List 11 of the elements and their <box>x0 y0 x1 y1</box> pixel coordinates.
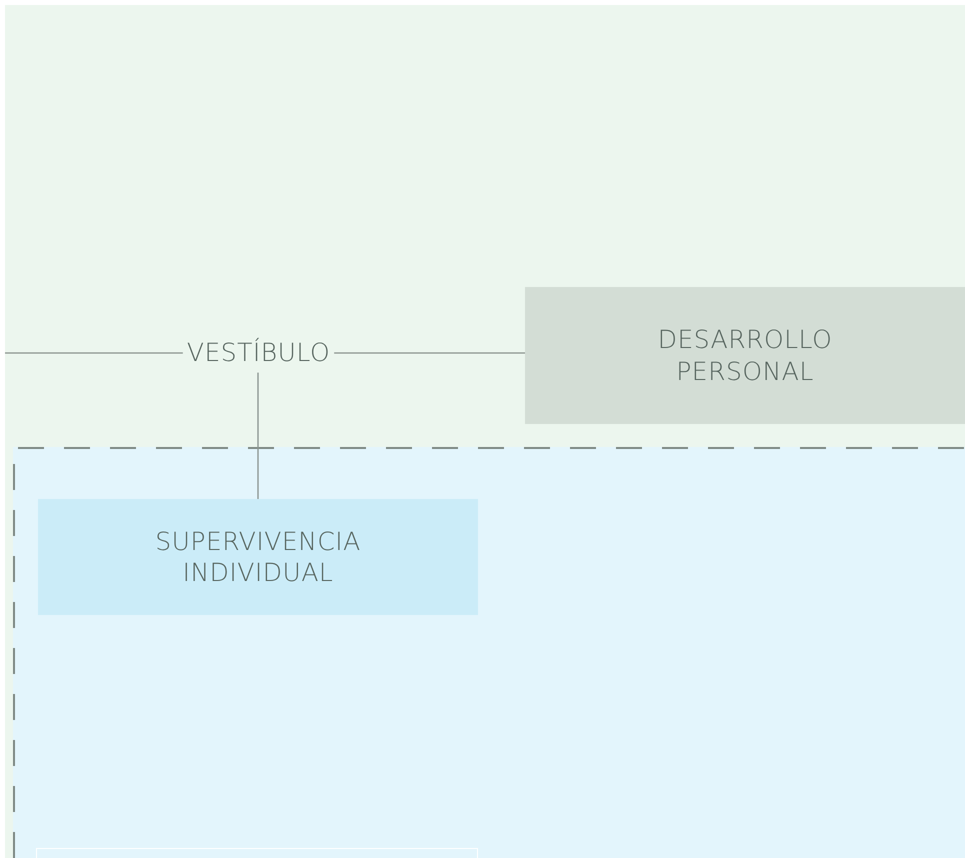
empty-box <box>36 848 478 858</box>
zone-label: VESTÍBULO <box>186 337 330 369</box>
area-panel <box>5 5 965 858</box>
connector-line <box>257 372 259 499</box>
category-box <box>38 499 478 615</box>
dashed-zone <box>13 447 965 858</box>
connector-line <box>334 352 525 354</box>
zone-label: DESARROLLO PERSONAL <box>656 324 834 387</box>
category-box <box>525 287 965 424</box>
connector-line <box>5 352 183 354</box>
zone-label: SUPERVIVENCIA INDIVIDUAL <box>154 526 362 588</box>
